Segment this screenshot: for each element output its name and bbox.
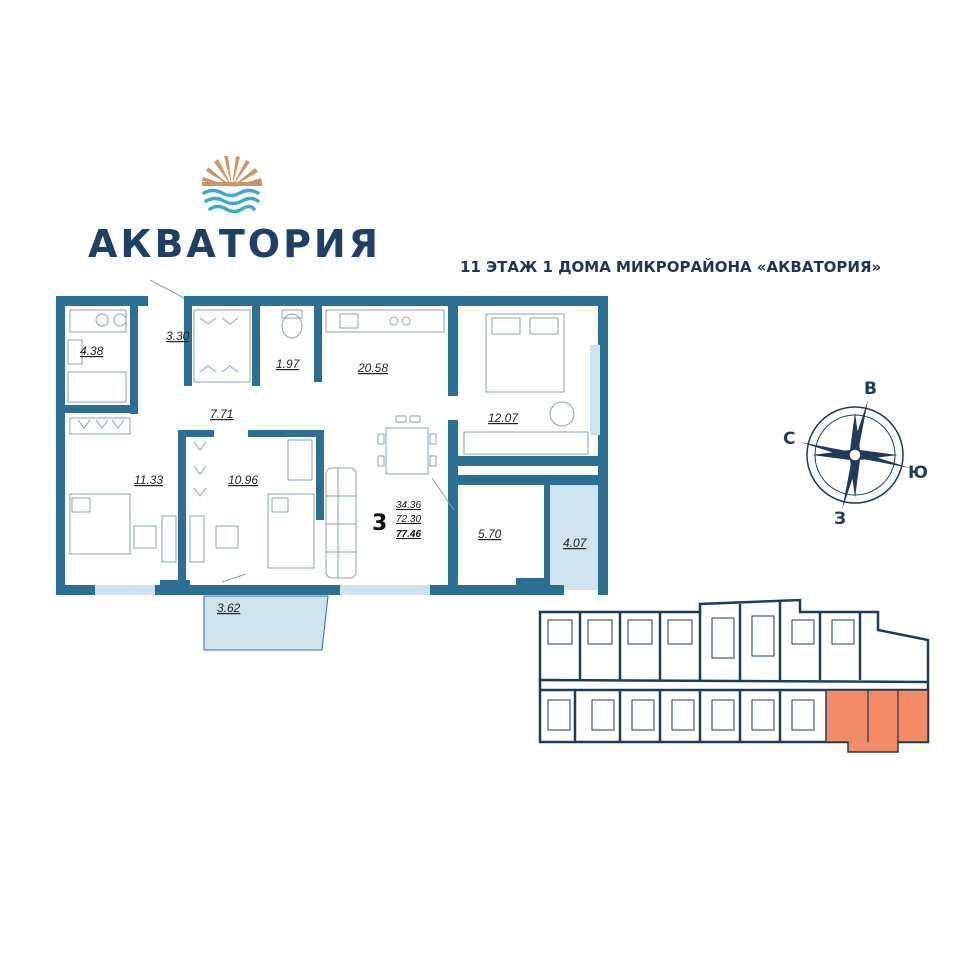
room-label-storage: 5.70: [478, 527, 502, 541]
balcony-bottom: [203, 595, 329, 651]
compass-rose: В С Ю З: [783, 379, 928, 529]
apartment-plan: 4.38 3.30 1.97 20.58 12.07 7.71 11.33 10…: [56, 279, 608, 651]
logo-icon: [202, 156, 262, 214]
room-label-balcony-bottom: 3.62: [217, 601, 241, 615]
compass-north: В: [864, 379, 877, 399]
building-key-plan: [538, 598, 930, 753]
room-label-corridor: 7.71: [210, 407, 233, 421]
total-area: 72.30: [396, 514, 421, 525]
room-label-room-left: 11.33: [134, 473, 163, 487]
compass-west: С: [783, 429, 795, 449]
area-with-balcony: 77.46: [396, 529, 421, 540]
area-summary: 3 34.36 72.30 77.46: [368, 494, 430, 542]
rooms-count: 3: [372, 511, 387, 536]
highlighted-apartment: [825, 689, 929, 753]
page-subtitle: 11 ЭТАЖ 1 ДОМА МИКРОРАЙОНА «АКВАТОРИЯ»: [460, 258, 882, 276]
living-area: 34.36: [396, 500, 421, 511]
compass-south: З: [834, 509, 846, 529]
room-label-bedroom-main: 12.07: [488, 411, 519, 425]
brand-name: АКВАТОРИЯ: [88, 222, 381, 266]
compass-east: Ю: [908, 463, 928, 483]
room-label-bath: 4.38: [80, 344, 104, 358]
room-label-room-mid: 10.96: [228, 473, 258, 487]
room-label-balcony-right: 4.07: [563, 536, 588, 550]
room-label-wc: 1.97: [276, 357, 301, 371]
room-label-kitchen: 20.58: [357, 361, 388, 375]
room-label-hall-small: 3.30: [166, 329, 190, 343]
